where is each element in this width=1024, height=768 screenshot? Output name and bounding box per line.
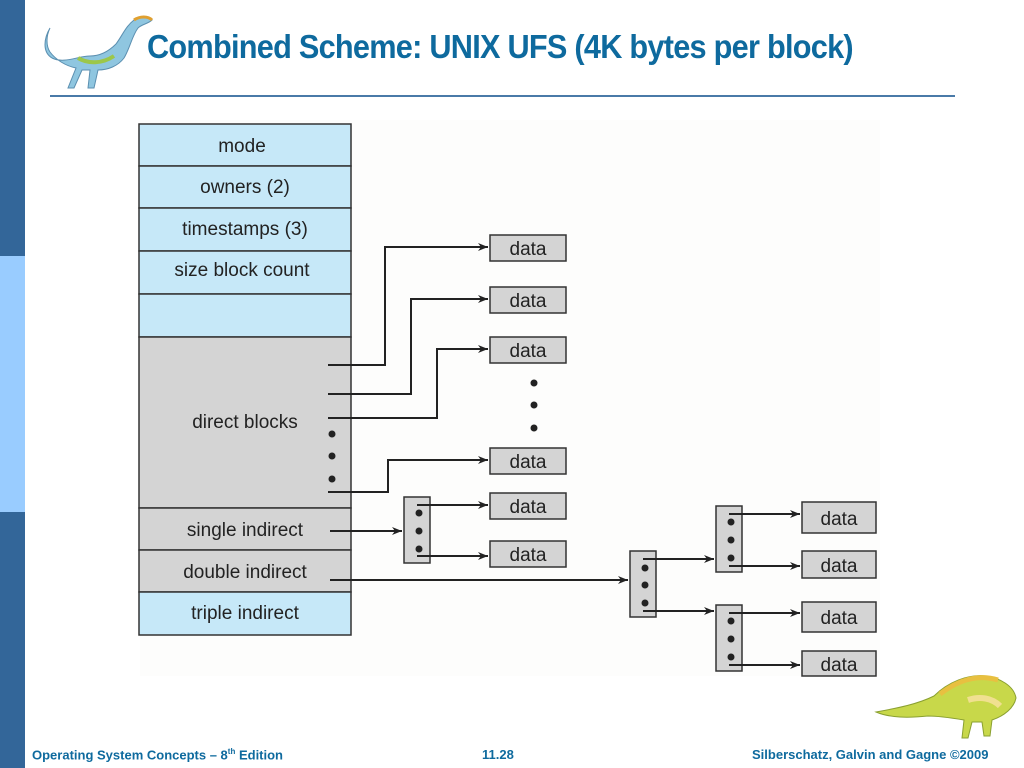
single-indirect-chain: data data — [330, 492, 567, 568]
data-block — [489, 492, 567, 520]
data-block — [489, 234, 567, 262]
inode-field-label: owners (2) — [200, 177, 290, 198]
data-block — [801, 550, 877, 579]
direct-blocks-ellipsis — [328, 430, 336, 483]
data-blocks-ellipsis — [530, 379, 538, 432]
double-indirect-chain: data data data data — [330, 501, 877, 677]
data-block-label: data — [510, 497, 547, 518]
footer-authors: Silberschatz, Galvin and Gagne ©2009 — [752, 747, 989, 762]
inode-field-single-indirect — [138, 507, 352, 551]
inode-field-owners — [138, 165, 352, 209]
data-block-label: data — [510, 452, 547, 473]
inode-field-label: size block count — [174, 260, 310, 281]
data-block-label: data — [510, 291, 547, 312]
data-block-label: data — [510, 341, 547, 362]
inode-field-timestamps — [138, 207, 352, 252]
inode-field-label: double indirect — [183, 562, 307, 583]
inode-field-direct-blocks — [138, 336, 352, 509]
data-block — [489, 336, 567, 364]
direct-pointer-arrow — [328, 456, 488, 493]
inode-field-empty — [138, 293, 352, 338]
footer-superscript: th — [227, 747, 236, 756]
data-block-label: data — [510, 545, 547, 566]
direct-data-blocks: data data data data — [489, 234, 567, 475]
data-block-label: data — [821, 509, 858, 530]
footer-edition-text: Edition — [235, 747, 284, 763]
data-block-label: data — [821, 608, 858, 629]
inode-field-mode — [138, 123, 352, 167]
data-block — [801, 601, 877, 633]
data-block — [489, 286, 567, 314]
data-block-label: data — [821, 655, 858, 676]
footer-book-title-text: Operating System Concepts – 8 — [32, 747, 228, 763]
inode-table: mode owners (2) timestamps (3) size bloc… — [138, 123, 352, 636]
dinosaur-logo-icon — [44, 15, 154, 89]
dinosaur-mascot-icon — [874, 675, 1017, 739]
inode-field-label: mode — [218, 136, 266, 157]
direct-pointer-arrow — [328, 243, 488, 366]
title-underline — [50, 95, 955, 97]
sidebar-highlight — [0, 256, 25, 512]
inode-field-label: direct blocks — [192, 412, 298, 433]
inode-field-label: triple indirect — [191, 603, 299, 624]
data-block-label: data — [821, 556, 858, 577]
footer-book-title: Operating System Concepts – 8th Edition — [32, 747, 283, 762]
page-number: 11.28 — [482, 747, 514, 762]
direct-pointers — [328, 243, 488, 493]
inode-field-size-block-count — [138, 250, 352, 295]
data-block-label: data — [510, 239, 547, 260]
data-block — [801, 501, 877, 534]
inode-field-label: timestamps (3) — [182, 219, 308, 240]
data-block — [801, 650, 877, 677]
inode-field-triple-indirect — [138, 591, 352, 636]
data-block — [489, 540, 567, 568]
data-block — [489, 447, 567, 475]
inode-field-label: single indirect — [187, 520, 304, 541]
direct-pointer-arrow — [328, 345, 488, 419]
direct-pointer-arrow — [328, 295, 488, 395]
slide-title: Combined Scheme: UNIX UFS (4K bytes per … — [147, 28, 854, 65]
